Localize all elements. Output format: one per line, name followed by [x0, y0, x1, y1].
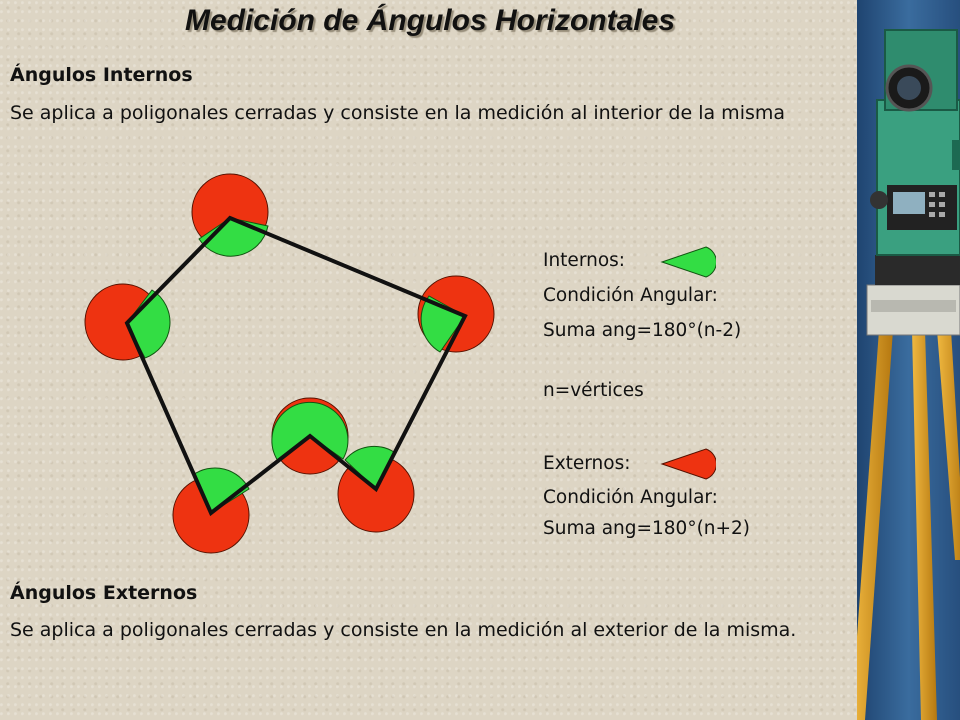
internal-sector-reflex	[271, 401, 349, 462]
internos-heading: Ángulos Internos	[10, 64, 193, 86]
legend-internos-label: Internos:	[543, 250, 626, 271]
tripod-leg-center	[912, 330, 937, 720]
instrument-base	[875, 255, 960, 285]
legend-vertices-note: n=vértices	[543, 380, 644, 401]
external-angle-swatch	[660, 448, 716, 480]
legend-internos-condition: Condición Angular:	[543, 285, 718, 306]
legend-internos-formula: Suma ang=180°(n-2)	[543, 320, 742, 341]
total-station-photo	[857, 0, 960, 720]
instrument-body	[876, 99, 960, 256]
page-title: Medición de Ángulos Horizontales	[184, 4, 676, 37]
externos-heading: Ángulos Externos	[10, 582, 198, 604]
internal-sector-left	[126, 289, 171, 359]
legend-externos-formula: Suma ang=180°(n+2)	[543, 518, 751, 539]
instrument-knob	[870, 191, 888, 209]
legend-externos-label: Externos:	[543, 453, 631, 474]
internal-angle-swatch	[660, 246, 716, 278]
tripod-leg-right	[937, 330, 960, 560]
legend-externos-condition: Condición Angular:	[543, 487, 718, 508]
internos-description: Se aplica a poligonales cerradas y consi…	[10, 102, 786, 124]
polygon-outline	[124, 215, 468, 517]
internal-sector-bottom-right	[344, 445, 395, 490]
externos-description: Se aplica a poligonales cerradas y consi…	[10, 619, 797, 641]
polygon-angle-diagram	[84, 173, 495, 554]
tripod-leg-left	[857, 330, 893, 720]
